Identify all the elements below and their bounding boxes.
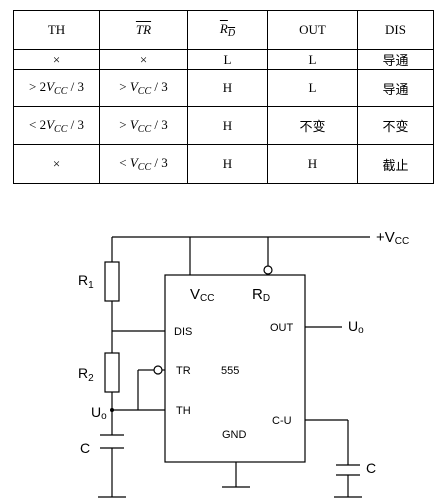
truth-table: TH TR RD OUT DIS × × L L 导通 > 2VCC / 3 >…	[13, 10, 434, 184]
header-th: TH	[13, 10, 100, 50]
header-dis: DIS	[357, 10, 434, 50]
cell-out: L	[267, 69, 358, 107]
r2-resistor	[104, 352, 120, 393]
circuit-diagram: +VCC R1 R2 Uo C C VCC RD DIS OUT TR 555 …	[78, 229, 409, 498]
cell-th: > 2VCC / 3	[13, 69, 100, 107]
tr-inversion-bubble	[153, 365, 163, 375]
chip-gnd-label: GND	[222, 429, 247, 441]
header-tr: TR	[99, 10, 188, 50]
cell-dis: 截止	[357, 144, 434, 184]
chip-cu-label: C-U	[272, 415, 292, 427]
rd-inversion-bubble	[263, 265, 273, 275]
chip-555	[164, 274, 306, 463]
cell-th: < 2VCC / 3	[13, 106, 100, 145]
cell-rd: H	[187, 106, 268, 145]
cell-out: L	[267, 49, 358, 70]
table-row: × × L L 导通	[13, 49, 434, 70]
table-row: × < VCC / 3 H H 截止	[13, 144, 434, 184]
chip-tr-label: TR	[176, 365, 191, 377]
cell-th: ×	[13, 144, 100, 184]
cell-th: ×	[13, 49, 100, 70]
chip-name-label: 555	[221, 365, 239, 377]
uo-node-dot	[110, 408, 114, 412]
cap-left-label: C	[80, 440, 90, 456]
supply-label: +VCC	[376, 229, 409, 247]
out-uo-label: Uo	[348, 318, 364, 336]
chip-vcc-label: VCC	[190, 286, 214, 304]
chip-rd-label: RD	[252, 286, 270, 304]
table-row: > 2VCC / 3 > VCC / 3 H L 导通	[13, 69, 434, 107]
uo-node-label: Uo	[91, 404, 107, 422]
chip-dis-label: DIS	[174, 326, 192, 338]
r2-label: R2	[78, 365, 94, 384]
table-row: < 2VCC / 3 > VCC / 3 H 不变 不变	[13, 106, 434, 145]
cell-tr: ×	[99, 49, 188, 70]
cap-right-label: C	[366, 460, 376, 476]
cell-rd: L	[187, 49, 268, 70]
header-out: OUT	[267, 10, 358, 50]
chip-out-label: OUT	[270, 322, 294, 334]
cell-out: 不变	[267, 106, 358, 145]
cell-out: H	[267, 144, 358, 184]
table-header-row: TH TR RD OUT DIS	[13, 10, 434, 50]
chip-th-label: TH	[176, 405, 191, 417]
cell-dis: 导通	[357, 69, 434, 107]
header-rd: RD	[187, 10, 268, 50]
cell-rd: H	[187, 69, 268, 107]
cell-rd: H	[187, 144, 268, 184]
cell-tr: > VCC / 3	[99, 69, 188, 107]
cell-tr: < VCC / 3	[99, 144, 188, 184]
r1-resistor	[104, 261, 120, 302]
cell-tr: > VCC / 3	[99, 106, 188, 145]
cell-dis: 导通	[357, 49, 434, 70]
r1-label: R1	[78, 272, 94, 291]
cell-dis: 不变	[357, 106, 434, 145]
